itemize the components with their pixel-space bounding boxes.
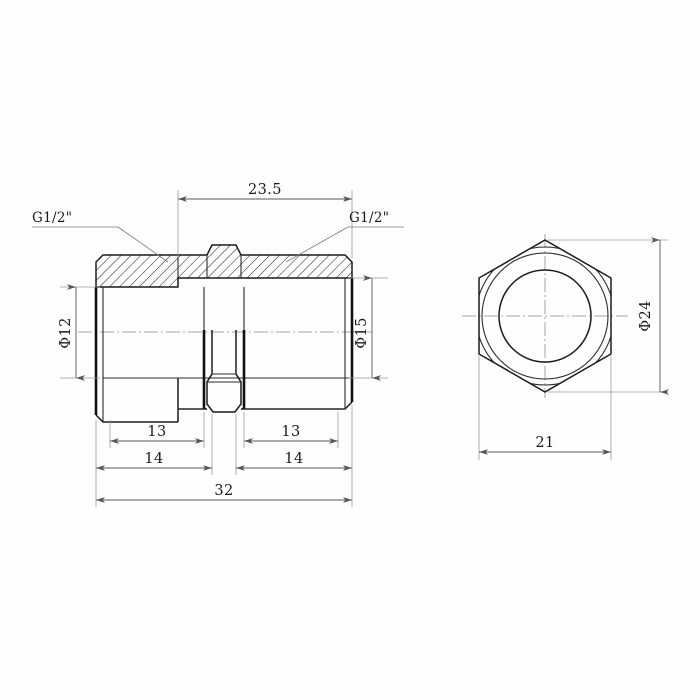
thread-label-left-text: G1/2" <box>32 210 72 226</box>
dimension-value-13-left: 13 <box>147 424 166 440</box>
dimension-phi12: Φ12 <box>58 284 100 381</box>
center-collar-lower <box>202 330 246 413</box>
dimension-value-23-5: 23.5 <box>248 182 282 198</box>
dimension-value-21: 21 <box>535 435 554 451</box>
dimension-phi15: Φ15 <box>348 275 388 381</box>
chamfer-arc-outer <box>479 246 611 386</box>
dimension-32-overall: 32 <box>95 470 353 507</box>
cross-section-hatching <box>96 245 352 287</box>
hex-chamfer-arcs <box>479 246 611 386</box>
dimension-13-right: 13 <box>243 412 339 448</box>
dimension-21: 21 <box>478 356 612 460</box>
dimension-value-13-right: 13 <box>281 424 300 440</box>
dimension-value-14-right: 14 <box>284 451 303 467</box>
dimension-13-left: 13 <box>109 412 205 448</box>
dimension-23-5: 23.5 <box>177 182 353 258</box>
dimension-value-phi12: Φ12 <box>58 317 74 349</box>
section-view-group <box>78 244 372 423</box>
hexagon-outline <box>478 239 612 393</box>
dimension-value-phi15: Φ15 <box>354 317 370 349</box>
dimension-phi24: Φ24 <box>548 237 669 395</box>
dimension-14-right: 14 <box>235 405 353 475</box>
dimension-value-32: 32 <box>214 483 233 499</box>
label-thread-left: G1/2" <box>32 210 169 263</box>
end-view-group <box>462 234 628 398</box>
chamfer-arc-inner <box>481 252 609 380</box>
dimension-value-14-left: 14 <box>144 451 163 467</box>
left-bottom-chamfer <box>95 414 178 423</box>
thread-label-right-text: G1/2" <box>349 210 389 226</box>
lower-body-bottom-right <box>241 401 353 410</box>
bore-circle <box>498 269 592 363</box>
dimension-value-phi24: Φ24 <box>638 300 654 332</box>
label-thread-right: G1/2" <box>285 210 404 263</box>
dimension-14-left: 14 <box>95 414 213 475</box>
